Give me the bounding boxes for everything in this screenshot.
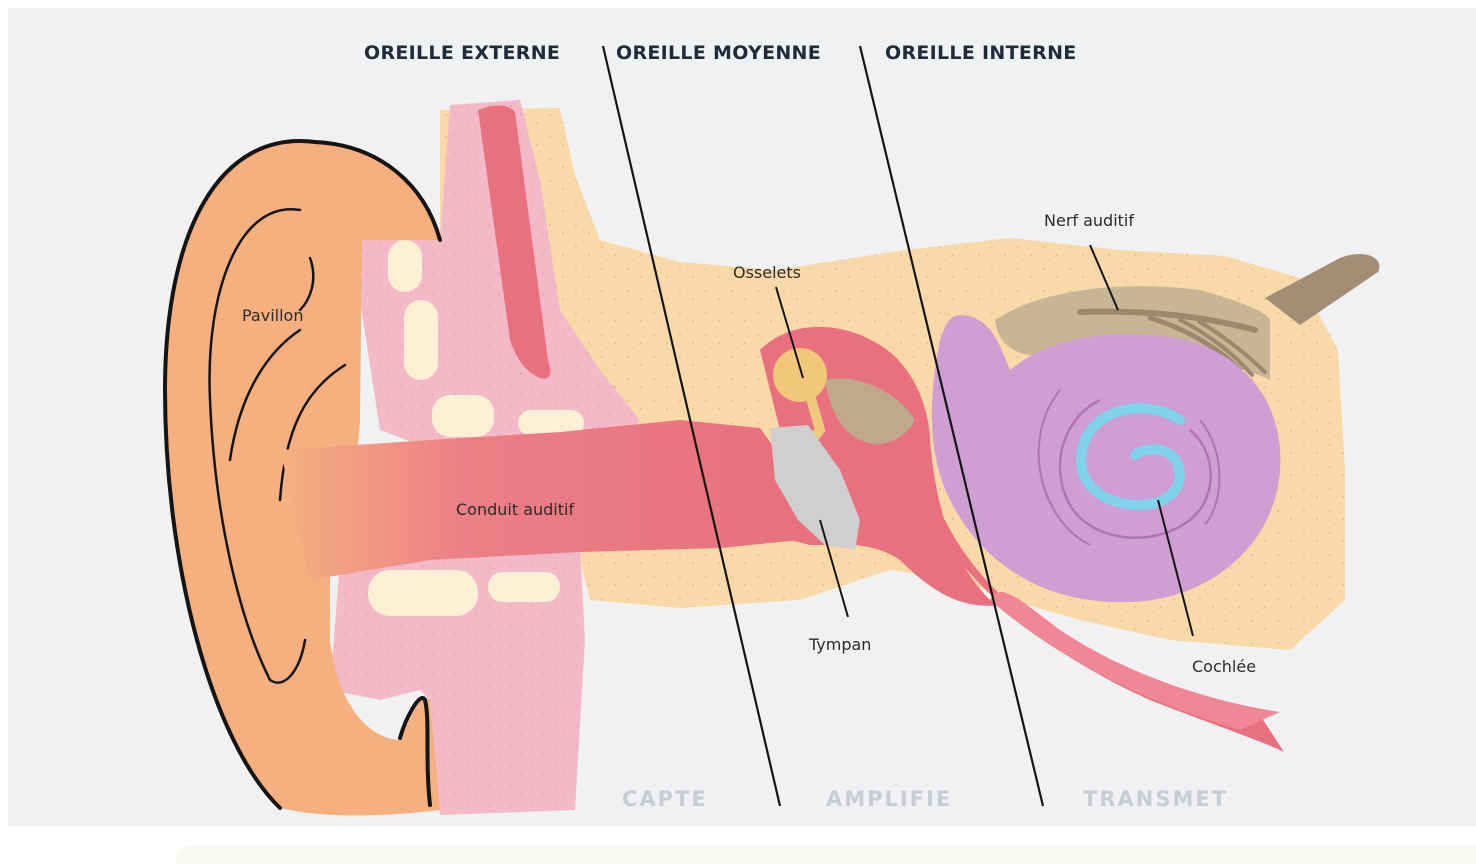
function-label-capte: CAPTE [622, 787, 708, 811]
label-cochlee: Cochlée [1192, 657, 1256, 676]
label-osselets: Osselets [733, 263, 801, 282]
label-conduit-auditif: Conduit auditif [456, 500, 574, 519]
label-tympan: Tympan [809, 635, 871, 654]
region-title-middle-ear: OREILLE MOYENNE [616, 42, 821, 64]
function-label-transmet: TRANSMET [1083, 787, 1228, 811]
label-nerf-auditif: Nerf auditif [1044, 211, 1134, 230]
region-title-inner-ear: OREILLE INTERNE [885, 42, 1077, 64]
region-title-outer-ear: OREILLE EXTERNE [364, 42, 560, 64]
label-pavillon: Pavillon [242, 306, 303, 325]
footer-content-box [175, 845, 1476, 864]
function-label-amplifie: AMPLIFIE [826, 787, 952, 811]
